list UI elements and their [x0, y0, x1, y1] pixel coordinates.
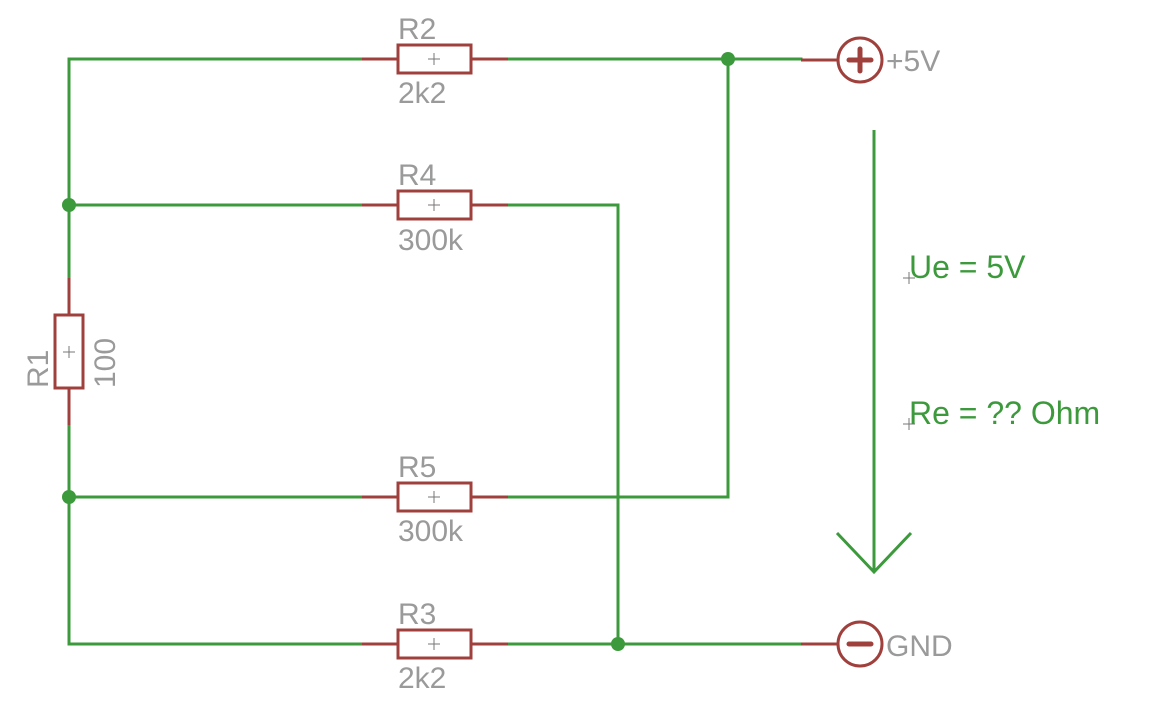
junction-dot [62, 198, 76, 212]
supply-ground[interactable]: GND [801, 620, 953, 668]
junction-dot [62, 490, 76, 504]
wire-r4-right [506, 203, 620, 646]
resistor-name-r3: R3 [398, 598, 436, 631]
resistor-r1[interactable]: R1 100 [22, 278, 122, 425]
junction-dot [721, 52, 735, 66]
resistor-value-r4: 300k [398, 224, 464, 257]
supply-ground-label: GND [886, 630, 953, 663]
annotation-voltage: Ue = 5V [903, 249, 1026, 285]
resistor-name-r2: R2 [398, 13, 436, 46]
annotation-resistance: Re = ?? Ohm [903, 395, 1100, 431]
resistor-name-r1: R1 [22, 350, 55, 388]
resistor-value-r2: 2k2 [398, 77, 446, 110]
note-voltage: Ue = 5V [909, 249, 1026, 285]
resistor-r2[interactable]: R2 2k2 [362, 13, 508, 110]
resistor-r5[interactable]: R5 300k [362, 451, 508, 548]
supply-positive[interactable]: +5V [801, 36, 940, 84]
wires [67, 57, 803, 646]
wire-r5-right [506, 57, 730, 499]
supply-positive-label: +5V [886, 45, 940, 78]
junction-dot [611, 637, 625, 651]
resistor-value-r3: 2k2 [398, 662, 446, 695]
resistor-name-r4: R4 [398, 159, 436, 192]
resistor-r3[interactable]: R3 2k2 [362, 598, 508, 695]
resistor-value-r5: 300k [398, 515, 464, 548]
voltage-arrow [835, 130, 913, 575]
note-resistance: Re = ?? Ohm [909, 395, 1100, 431]
resistor-value-r1: 100 [89, 338, 122, 388]
resistor-name-r5: R5 [398, 451, 436, 484]
resistor-r4[interactable]: R4 300k [362, 159, 508, 257]
junctions [62, 52, 735, 651]
arrow-down-icon [835, 531, 913, 575]
